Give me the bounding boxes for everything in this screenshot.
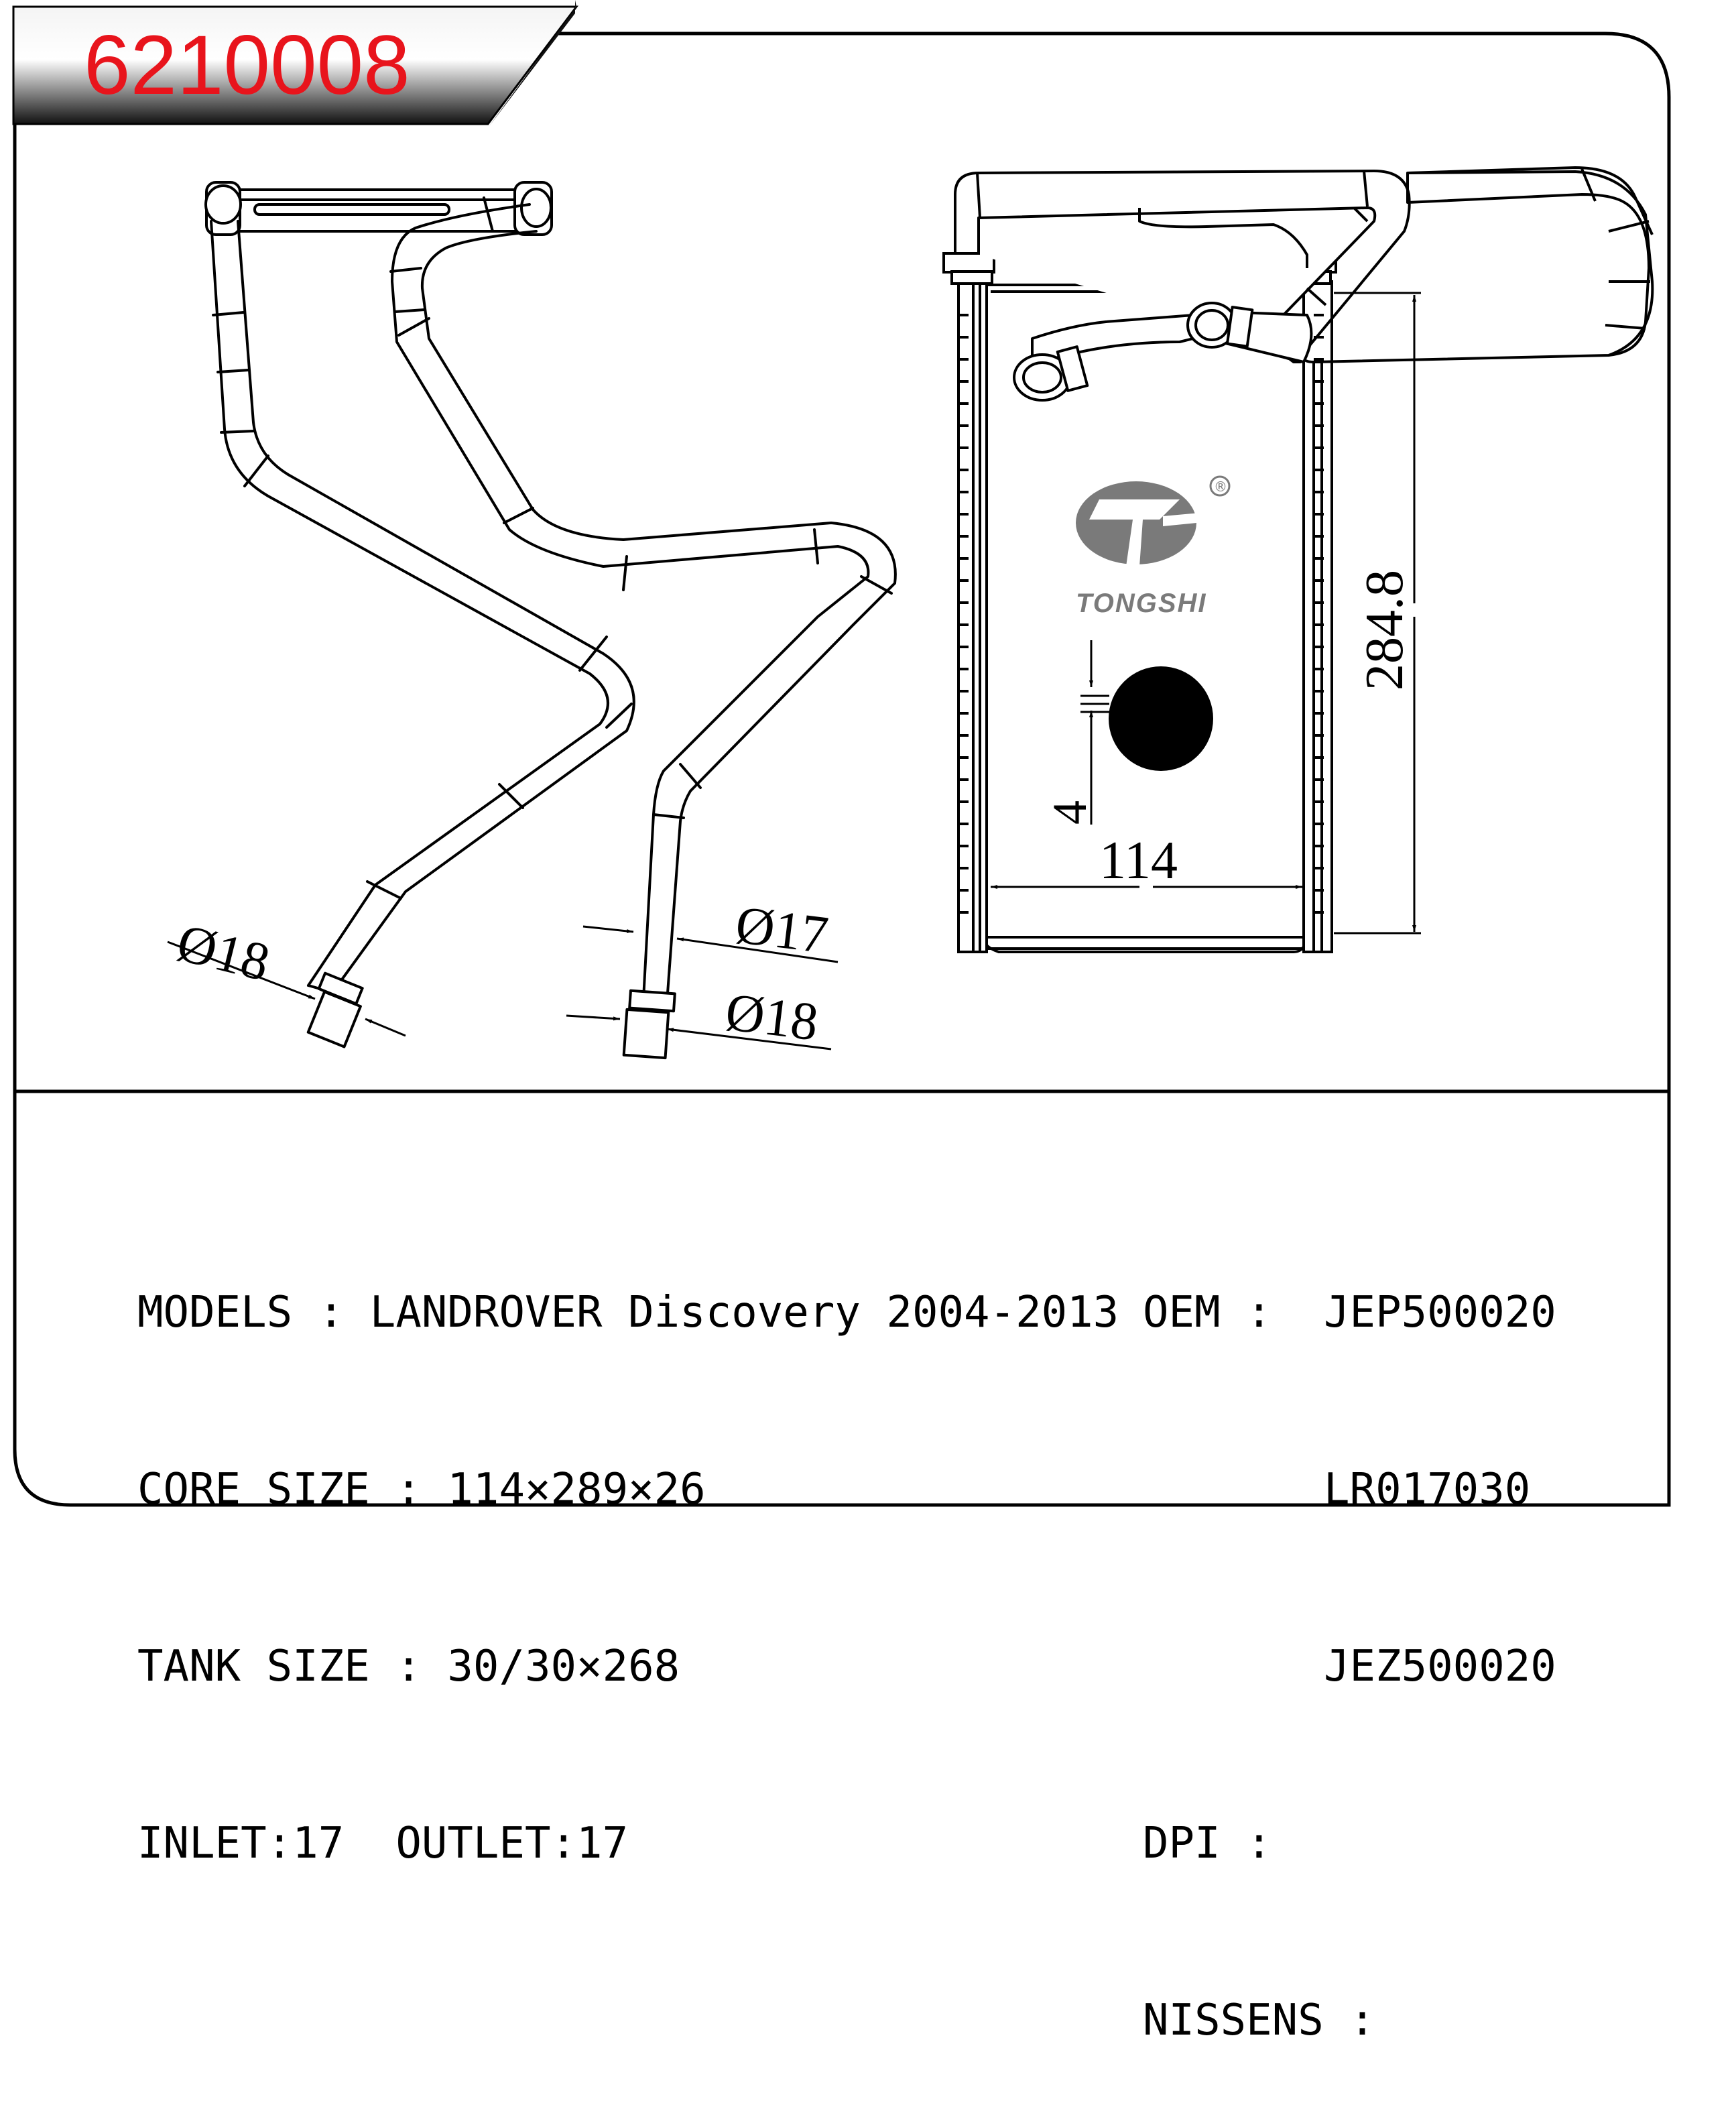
spec-inlet-outlet: INLET:17 OUTLET:17 [137,1819,629,1868]
logo-text: TONGSHI [1076,589,1207,618]
technical-drawing: 6210008 [12,0,1671,1507]
dim-fin-gap: 4 [1043,800,1097,825]
dim-core-height: 284.8 [1355,570,1414,690]
diameter-dimensions [167,925,839,1050]
front-view-pipes [954,166,1654,402]
oem-number: JEP500020 [1324,1288,1556,1337]
part-number-banner: 6210008 [12,0,579,126]
dim-core-width: 114 [1099,831,1178,890]
registered-mark: ® [1214,479,1227,495]
dim-outlet-diameter: Ø17 [733,896,831,965]
tank-ticks [958,314,1324,914]
nissens-label: NISSENS : [1143,1996,1375,2045]
spec-core-size: CORE SIZE : 114×289×26 [137,1465,706,1514]
core-height-dimension [1334,292,1421,935]
side-view-pipes [204,181,897,1060]
front-view-core [942,252,1337,953]
part-number: 6210008 [84,19,410,112]
drawing-frame [13,32,1671,1507]
oem-number: JEZ500020 [1324,1642,1556,1691]
dim-right-diameter: Ø18 [723,983,821,1052]
core-label-disc [1109,666,1213,771]
fin-gap-dimension [1080,640,1109,825]
spec-tank-size: TANK SIZE : 30/30×268 [137,1642,680,1691]
oem-label: OEM : [1143,1288,1272,1337]
dpi-label: DPI : [1143,1819,1272,1868]
spec-block: MODELS : LANDROVER Discovery 2004-2013 C… [137,1165,1119,1932]
dim-left-diameter: Ø18 [172,913,275,993]
oem-number: LR017030 [1324,1465,1531,1514]
tongshi-logo: ® TONGSHI [1076,475,1231,618]
spec-models: MODELS : LANDROVER Discovery 2004-2013 [137,1288,1119,1337]
oem-numbers: JEP500020 LR017030 JEZ500020 [1324,1165,1556,1755]
